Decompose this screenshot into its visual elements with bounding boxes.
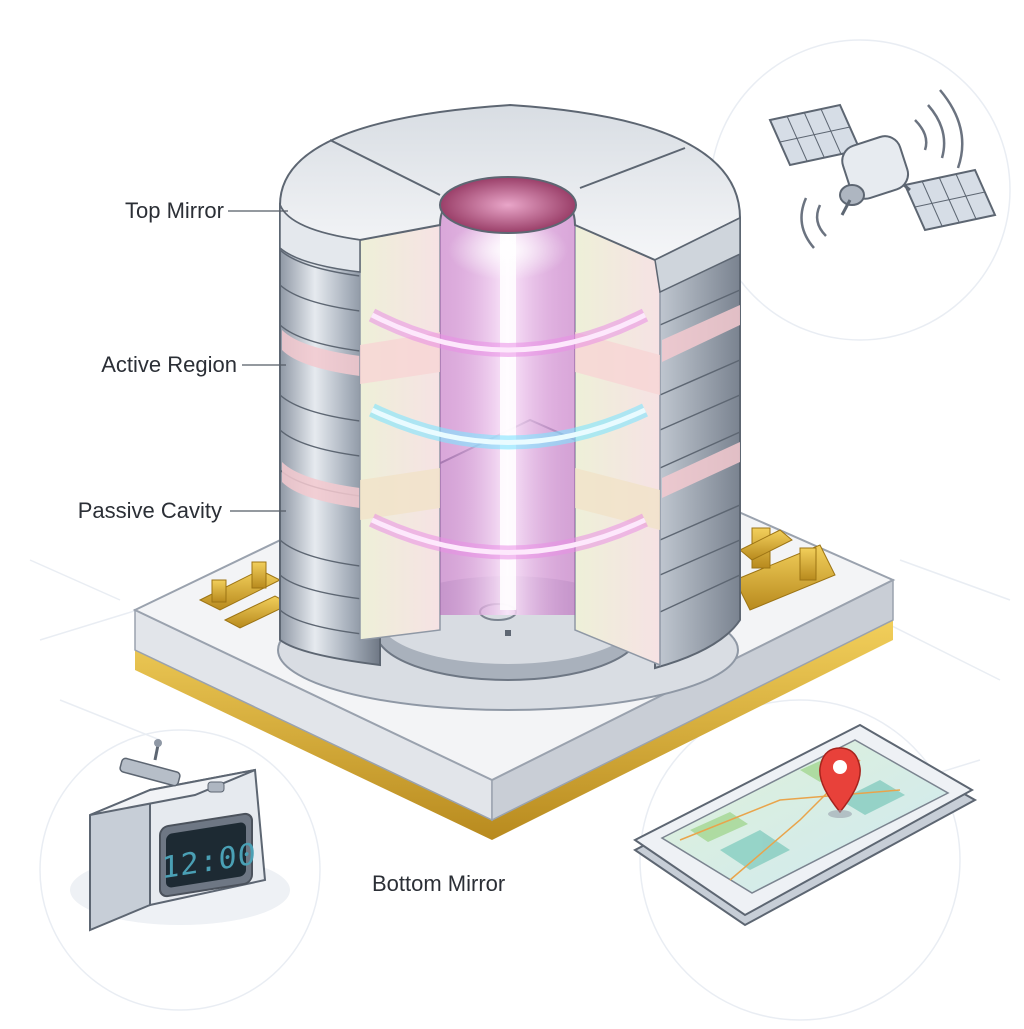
satellite-icon bbox=[768, 89, 997, 249]
leader-lines bbox=[228, 210, 288, 512]
background-lines bbox=[29, 39, 1011, 1021]
passive-cavity-label: Passive Cavity bbox=[77, 498, 222, 523]
mirror-stack-right bbox=[654, 216, 741, 670]
bottom-mirror-label: Bottom Mirror bbox=[372, 871, 506, 896]
passive-cavity-ring bbox=[368, 513, 648, 560]
gold-contacts-right bbox=[734, 527, 836, 611]
smartphone-map-icon bbox=[633, 723, 978, 927]
top-mirror-label: Top Mirror bbox=[124, 198, 224, 223]
active-region-ring bbox=[368, 308, 649, 357]
alarm-clock-icon bbox=[70, 739, 290, 932]
map-pin-icon bbox=[819, 747, 861, 818]
mirror-stack-left bbox=[279, 202, 381, 667]
cyan-ring bbox=[368, 403, 648, 450]
active-region-label: Active Region bbox=[101, 352, 237, 377]
top-mirror-face bbox=[278, 103, 742, 294]
